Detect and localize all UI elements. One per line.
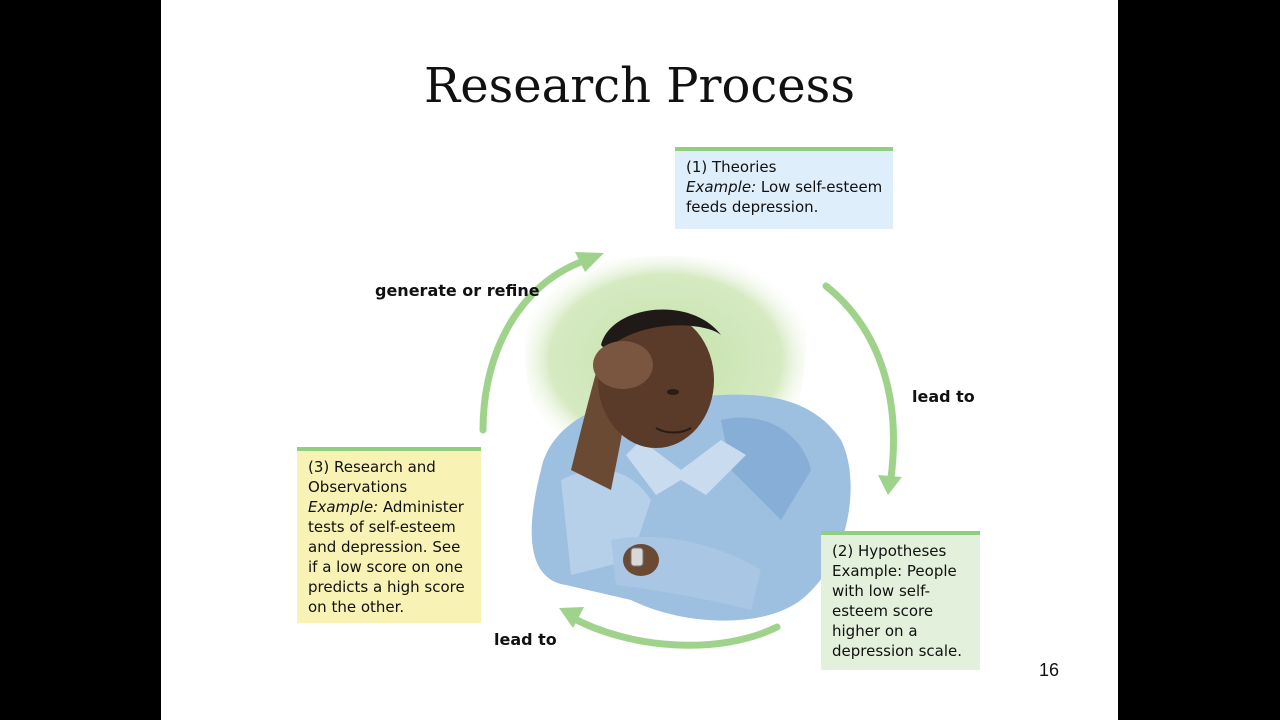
box-hypotheses: (2) Hypotheses Example: People with low … xyxy=(821,531,980,670)
research-line: and depression. See xyxy=(308,537,471,557)
research-line: on the other. xyxy=(308,597,471,617)
label-lead-to-right: lead to xyxy=(912,387,975,406)
research-example: Example: Administer xyxy=(308,497,471,517)
page-number: 16 xyxy=(1039,660,1059,681)
slide: Research Process xyxy=(161,0,1118,720)
theories-example: Example: Low self-esteem xyxy=(686,177,883,197)
research-heading: Observations xyxy=(308,477,471,497)
label-generate-or-refine: generate or refine xyxy=(375,281,540,300)
label-lead-to-bottom: lead to xyxy=(494,630,557,649)
hypotheses-line: Example: People xyxy=(832,561,970,581)
research-example-text: Administer xyxy=(378,498,464,516)
arrowhead-right xyxy=(878,475,902,495)
theories-example-text: Low self-esteem xyxy=(756,178,882,196)
theories-example-label: Example: xyxy=(686,178,756,196)
research-line: predicts a high score xyxy=(308,577,471,597)
hypotheses-line: higher on a xyxy=(832,621,970,641)
arrow-lead-to-bottom xyxy=(571,617,777,645)
theories-heading: (1) Theories xyxy=(686,157,883,177)
hypotheses-line: esteem score xyxy=(832,601,970,621)
research-example-label: Example: xyxy=(308,498,378,516)
box-theories: (1) Theories Example: Low self-esteem fe… xyxy=(675,147,893,229)
research-line: tests of self-esteem xyxy=(308,517,471,537)
hypotheses-line: with low self- xyxy=(832,581,970,601)
box-research-observations: (3) Research and Observations Example: A… xyxy=(297,447,481,623)
theories-line3: feeds depression. xyxy=(686,197,883,217)
hypotheses-heading: (2) Hypotheses xyxy=(832,541,970,561)
hypotheses-line: depression scale. xyxy=(832,641,970,661)
research-line: if a low score on one xyxy=(308,557,471,577)
research-heading: (3) Research and xyxy=(308,457,471,477)
